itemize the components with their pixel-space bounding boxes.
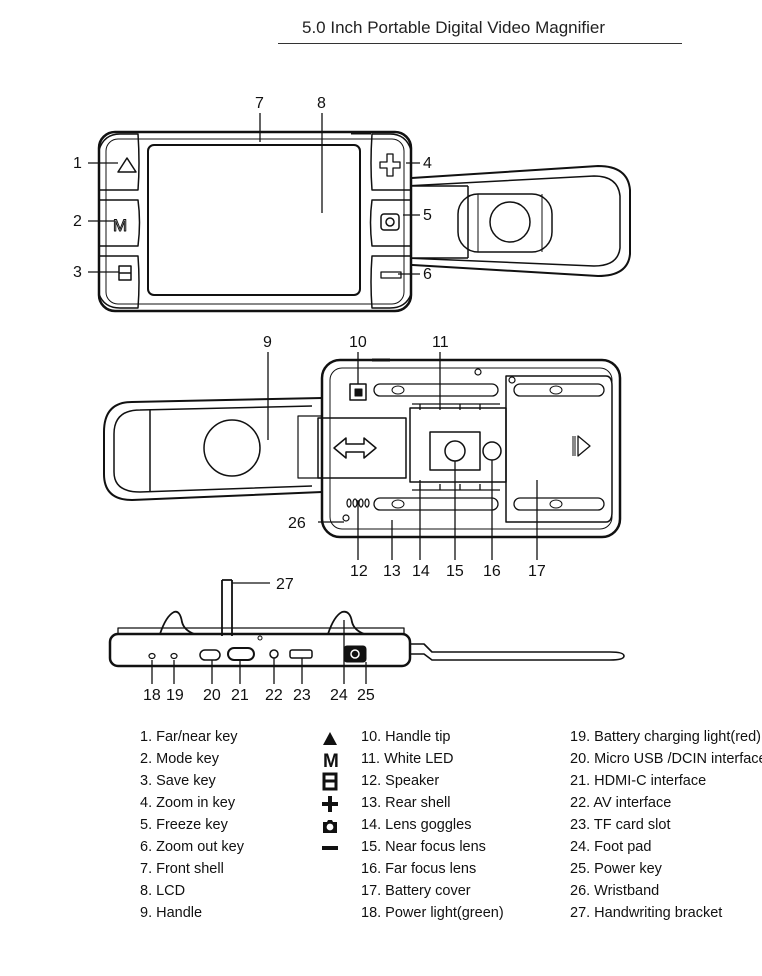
mode-glyph: M: [113, 216, 127, 235]
legend-item-14: 14. Lens goggles: [361, 817, 472, 833]
callout-23: 23: [293, 687, 311, 704]
callout-15: 15: [446, 563, 464, 580]
callout-14: 14: [412, 563, 430, 580]
legend-item-15: 15. Near focus lens: [361, 839, 486, 855]
zoom-in-glyph: [380, 154, 400, 176]
callout-5: 5: [423, 207, 432, 224]
hdmi-port: [227, 647, 255, 661]
callout-9: 9: [263, 334, 272, 351]
callout-24: 24: [330, 687, 348, 704]
legend-item-22: 22. AV interface: [570, 795, 672, 811]
callout-2: 2: [73, 213, 82, 230]
legend-item-9: 9. Handle: [140, 905, 203, 921]
callout-4: 4: [423, 155, 432, 172]
callout-18: 18: [143, 687, 161, 704]
callout-22: 22: [265, 687, 283, 704]
device-diagram: M: [73, 95, 631, 704]
mode-m-icon: M: [320, 749, 340, 769]
zoom-out-glyph: [380, 271, 402, 279]
callout-3: 3: [73, 264, 82, 281]
callout-17: 17: [528, 563, 546, 580]
callout-19: 19: [166, 687, 184, 704]
legend-item-17: 17. Battery cover: [361, 883, 471, 899]
bottom-view: [108, 579, 625, 684]
legend-item-11: 11. White LED: [361, 751, 454, 767]
legend-item-7: 7. Front shell: [140, 861, 224, 877]
callout-25: 25: [357, 687, 375, 704]
legend-item-24: 24. Foot pad: [570, 839, 652, 855]
legend-item-3: 3. Save key: [140, 773, 216, 789]
speaker-holes: [342, 498, 370, 522]
legend-item-13: 13. Rear shell: [361, 795, 451, 811]
page-title: 5.0 Inch Portable Digital Video Magnifie…: [302, 18, 606, 37]
far-near-glyph: [117, 157, 137, 173]
lcd-screen: [147, 144, 361, 296]
legend-item-19: 19. Battery charging light(red): [570, 729, 762, 745]
front-handle: [395, 165, 631, 277]
callout-8: 8: [317, 95, 326, 112]
micro-usb-port: [199, 649, 221, 661]
legend-item-25: 25. Power key: [570, 861, 662, 877]
callout-21: 21: [231, 687, 249, 704]
parts-legend: 1. Far/near key 2. Mode key 3. Save key …: [140, 728, 762, 958]
callout-6: 6: [423, 266, 432, 283]
freeze-glyph: [380, 213, 400, 231]
bottom-shell: [108, 632, 412, 668]
legend-item-21: 21. HDMI-C interface: [570, 773, 707, 789]
callout-10: 10: [349, 334, 367, 351]
lens-goggles: [409, 407, 507, 483]
callout-12: 12: [350, 563, 368, 580]
mode-m-icon-text: M: [323, 751, 339, 769]
legend-item-20: 20. Micro USB /DCIN interface: [570, 751, 762, 767]
callout-7: 7: [255, 95, 264, 112]
legend-item-26: 26. Wristband: [570, 883, 660, 899]
legend-item-8: 8. LCD: [140, 883, 186, 899]
front-view: M: [88, 113, 631, 313]
tf-slot: [289, 649, 313, 659]
handwriting-bracket: [221, 579, 233, 636]
title-divider: [278, 43, 682, 44]
camera-icon: [320, 816, 340, 836]
front-shell: [97, 130, 413, 313]
rear-shell: [320, 358, 622, 539]
far-focus-lens: [482, 441, 502, 461]
legend-item-1: 1. Far/near key: [140, 729, 238, 745]
save-icon: [320, 771, 340, 791]
callout-20: 20: [203, 687, 221, 704]
callout-16: 16: [483, 563, 501, 580]
power-key: [343, 645, 367, 663]
callout-26: 26: [288, 515, 306, 532]
rear-handle: [103, 397, 323, 501]
legend-item-18: 18. Power light(green): [361, 905, 504, 921]
legend-item-4: 4. Zoom in key: [140, 795, 236, 811]
legend-item-5: 5. Freeze key: [140, 817, 228, 833]
callout-13: 13: [383, 563, 401, 580]
triangle-icon: [320, 728, 340, 748]
callout-11: 11: [432, 334, 449, 351]
minus-icon: [320, 838, 340, 858]
legend-item-6: 6. Zoom out key: [140, 839, 244, 855]
plus-icon: [320, 794, 340, 814]
legend-item-16: 16. Far focus lens: [361, 861, 477, 877]
legend-item-23: 23. TF card slot: [570, 817, 671, 833]
legend-item-2: 2. Mode key: [140, 751, 219, 767]
near-focus-lens: [444, 440, 466, 462]
legend-item-12: 12. Speaker: [361, 773, 440, 789]
legend-item-10: 10. Handle tip: [361, 729, 451, 745]
rear-view: [103, 352, 622, 560]
callout-27: 27: [276, 576, 294, 593]
legend-item-27: 27. Handwriting bracket: [570, 905, 723, 921]
battery-cover: [505, 375, 613, 523]
av-port: [269, 649, 279, 659]
callout-1: 1: [73, 155, 82, 172]
slide-arrow-glyph: [333, 437, 377, 459]
